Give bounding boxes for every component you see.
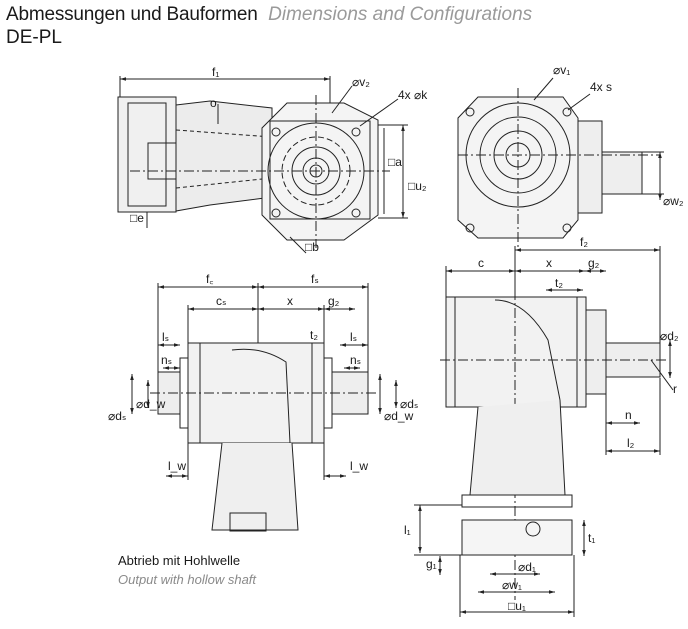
- label-g1: g₁: [426, 557, 437, 571]
- label-odw-right: ⌀d_w: [384, 409, 414, 423]
- label-ls-left: lₛ: [162, 330, 169, 344]
- label-o: o: [210, 96, 217, 110]
- label-cs: cₛ: [216, 294, 226, 308]
- label-fc: f꜀: [206, 272, 214, 286]
- label-e: □e: [130, 211, 144, 225]
- title-german: Abmessungen und Bauformen: [6, 4, 258, 25]
- label-4xs: 4x s: [590, 80, 612, 94]
- label-f2: f₂: [580, 235, 588, 249]
- label-t2-left: t₂: [310, 328, 318, 342]
- label-ow2: ⌀w₂: [663, 194, 684, 208]
- label-r: r: [673, 382, 677, 396]
- label-t1: t₁: [588, 531, 595, 545]
- label-ov1: ⌀v₁: [553, 63, 570, 77]
- view-side-motor: [117, 76, 408, 254]
- page-title: Abmessungen und Bauformen Dimensions and…: [6, 4, 682, 26]
- label-odw-left: ⌀d_w: [136, 397, 166, 411]
- label-x-left: x: [287, 294, 293, 308]
- view-front-output: [457, 77, 664, 248]
- label-lw-right: l_w: [350, 459, 368, 473]
- title-english: Dimensions and Configurations: [268, 4, 533, 25]
- label-u2: □u₂: [408, 179, 427, 193]
- label-od2: ⌀d₂: [660, 329, 679, 343]
- label-ods-left: ⌀dₛ: [108, 409, 126, 423]
- caption-english: Output with hollow shaft: [118, 572, 257, 587]
- view-solid-shaft: [414, 246, 674, 617]
- caption-german: Abtrieb mit Hohlwelle: [118, 553, 241, 568]
- label-l1: l₁: [404, 523, 411, 537]
- label-od1: ⌀d₁: [518, 560, 536, 574]
- label-n: n: [625, 408, 632, 422]
- label-u1: □u₁: [508, 599, 526, 613]
- label-l2: l₂: [627, 436, 635, 450]
- label-c: c: [478, 256, 484, 270]
- label-4xk: 4x ⌀k: [398, 88, 428, 102]
- label-f1: f₁: [212, 65, 219, 79]
- model-name: DE-PL: [6, 27, 62, 48]
- label-ov2: ⌀v₂: [352, 75, 370, 89]
- label-ns-left: nₛ: [161, 353, 172, 367]
- label-ns-right: nₛ: [350, 353, 361, 367]
- label-a: □a: [388, 155, 402, 169]
- label-g2-right: g₂: [588, 256, 600, 270]
- label-ls-right: lₛ: [350, 330, 357, 344]
- label-ow1: ⌀w₁: [502, 578, 522, 592]
- label-ods-right: ⌀dₛ: [400, 397, 418, 411]
- label-b: □b: [305, 240, 319, 254]
- view-hollow-shaft: [130, 283, 398, 532]
- label-g2-left: g₂: [328, 294, 340, 308]
- label-fs: fₛ: [311, 272, 319, 286]
- label-x-right: x: [546, 256, 552, 270]
- label-t2-right: t₂: [555, 276, 563, 290]
- label-lw-left: l_w: [168, 459, 186, 473]
